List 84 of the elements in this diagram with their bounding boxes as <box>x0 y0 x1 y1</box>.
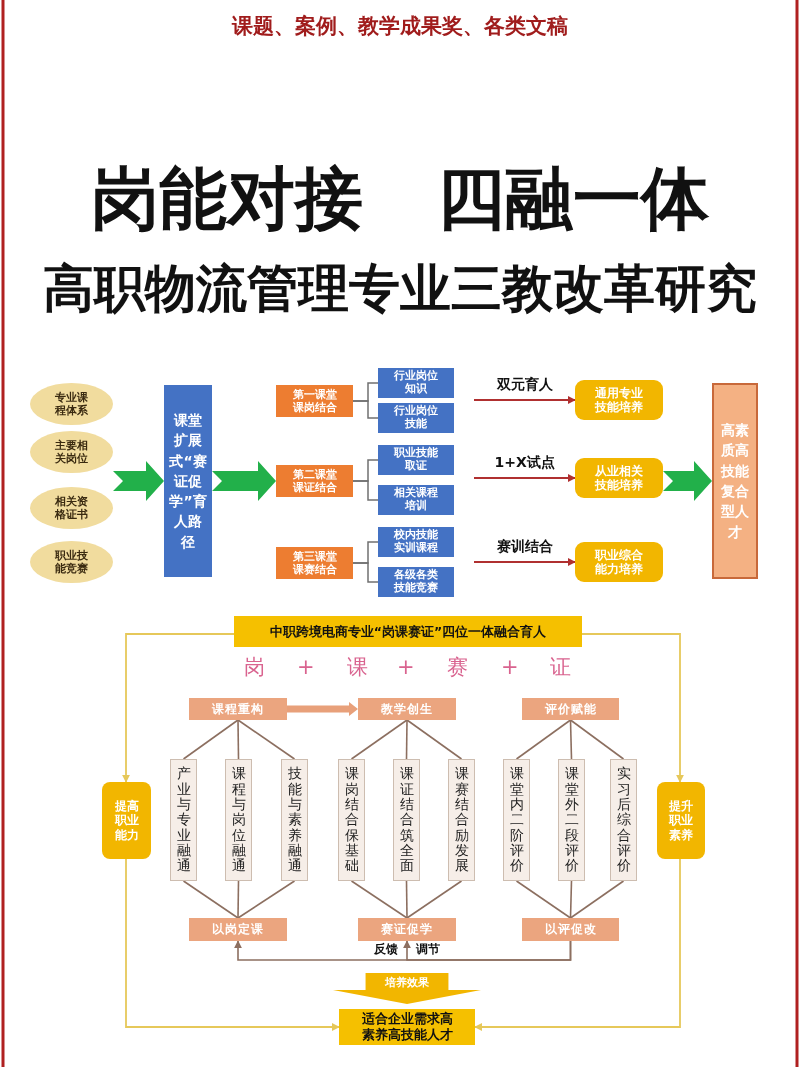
connector-line <box>515 719 572 760</box>
stage-box: 课程重构 <box>189 698 287 720</box>
outcome-box: 从业相关技能培养 <box>575 458 663 498</box>
connector-line <box>237 880 240 919</box>
connector-line <box>405 880 408 919</box>
stage-box: 以评促改 <box>522 918 619 941</box>
bracket-line <box>352 562 379 583</box>
arrow <box>403 940 572 961</box>
content-box: 行业岗位技能 <box>378 403 454 433</box>
outcome-box: 职业综合能力培养 <box>575 542 663 582</box>
topic-ellipse: 专业课程体系 <box>30 383 113 425</box>
content-box: 相关课程培训 <box>378 485 454 515</box>
title: 岗能对接 四融一体 <box>90 158 710 240</box>
plus-sign: + <box>297 655 315 681</box>
annotation: 反馈 <box>374 942 398 957</box>
keyword: 赛 <box>446 655 468 681</box>
goal-box: 提升职业素养 <box>657 782 705 859</box>
pathway-box: 课堂扩展式“赛证促学”育人路径 <box>164 385 212 577</box>
down-arrow-banner: 培养效果 <box>333 973 481 1004</box>
annotation: 调节 <box>416 942 440 957</box>
connector-line <box>569 880 573 919</box>
connector-line <box>350 880 408 919</box>
arrow <box>473 396 576 404</box>
connector-line <box>515 880 572 919</box>
topic-ellipse: 主要相关岗位 <box>30 431 113 473</box>
measure-box: 课堂内二阶评价 <box>503 759 530 881</box>
arrow <box>473 558 576 566</box>
keyword: 岗 <box>243 655 265 681</box>
goal-box: 提高职业能力 <box>102 782 151 859</box>
bracket-line <box>352 480 379 501</box>
connector-line <box>406 880 463 919</box>
stage-box: 以岗定课 <box>189 918 287 941</box>
arrow <box>125 858 340 1031</box>
content-box: 各级各类技能竞赛 <box>378 567 454 597</box>
stage-box: 教学创生 <box>358 698 456 720</box>
content-box: 行业岗位知识 <box>378 368 454 398</box>
stage-box: 赛证促学 <box>358 918 456 941</box>
plus-sign: + <box>501 655 519 681</box>
block-arrow <box>287 702 358 716</box>
subtitle: 高职物流管理专业三教改革研究 <box>42 258 758 320</box>
plus-sign: + <box>397 655 415 681</box>
measure-box: 课程与岗位融通 <box>225 759 252 881</box>
arrow <box>473 474 576 482</box>
measure-box: 课堂外二段评价 <box>558 759 585 881</box>
measure-box: 课证结合筑全面 <box>393 759 420 881</box>
header-text: 课题、案例、教学成果奖、各类文稿 <box>230 14 569 40</box>
measure-box: 课岗结合保基础 <box>338 759 365 881</box>
keyword: 证 <box>549 655 571 681</box>
content-box: 校内技能实训课程 <box>378 527 454 557</box>
block-arrow <box>663 461 712 501</box>
connector-line <box>237 719 240 760</box>
connector-line <box>237 719 296 760</box>
arrow <box>474 858 681 1031</box>
topic-ellipse: 职业技能竞赛 <box>30 541 113 583</box>
connector-line <box>237 880 296 919</box>
connector-line <box>350 719 408 760</box>
arrow <box>581 633 684 783</box>
classroom-box: 第一课堂课岗结合 <box>276 385 353 417</box>
content-box: 职业技能取证 <box>378 445 454 475</box>
block-arrow <box>212 461 276 501</box>
keyword: 课 <box>346 655 368 681</box>
connector-line <box>405 719 408 760</box>
measure-box: 课赛结合励发展 <box>448 759 475 881</box>
bracket-line <box>352 400 379 419</box>
classroom-box: 第二课堂课证结合 <box>276 465 353 497</box>
topic-ellipse: 相关资格证书 <box>30 487 113 529</box>
result-box: 高素质高技能复合型人才 <box>712 383 758 579</box>
edge-label: 双元育人 <box>493 376 556 394</box>
connector-line <box>569 719 625 760</box>
connector-line <box>569 719 573 760</box>
title-banner: 中职跨境电商专业“岗课赛证”四位一体融合育人 <box>234 616 582 647</box>
measure-box: 技能与素养融通 <box>281 759 308 881</box>
connector-line <box>569 880 625 919</box>
arrow <box>122 633 235 783</box>
connector-line <box>182 880 239 919</box>
connector-line <box>182 719 239 760</box>
result-box: 适合企业需求高素养高技能人才 <box>339 1009 475 1045</box>
measure-box: 产业与专业融通 <box>170 759 197 881</box>
measure-box: 实习后综合评价 <box>610 759 637 881</box>
outcome-box: 通用专业技能培养 <box>575 380 663 420</box>
block-arrow <box>113 461 164 501</box>
connector-line <box>406 719 463 760</box>
stage-box: 评价赋能 <box>522 698 619 720</box>
classroom-box: 第三课堂课赛结合 <box>276 547 353 579</box>
